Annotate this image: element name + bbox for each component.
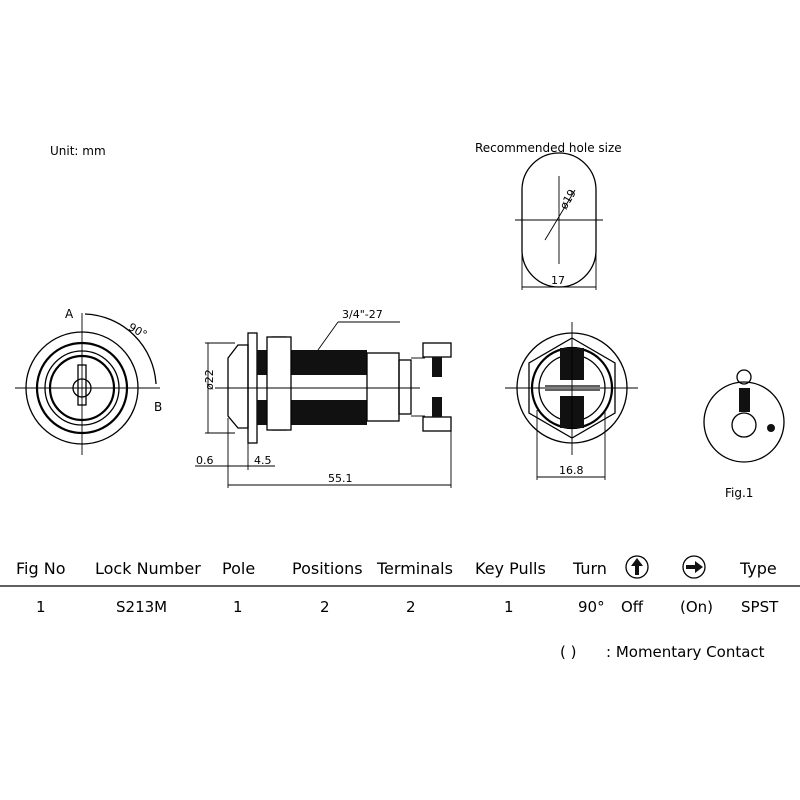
rear-width-label: 16.8 [559, 464, 584, 477]
momentary-symbol: ( ) [560, 643, 576, 661]
hole-width: 17 [551, 274, 565, 287]
header-pole: Pole [222, 559, 255, 578]
position-a-label: A [65, 307, 74, 321]
front-view: A B 90° [15, 307, 162, 455]
table-row: 1 S213M 1 2 2 1 90° Off (On) SPST [36, 598, 779, 616]
svg-text:90°: 90° [578, 598, 605, 616]
svg-text:SPST: SPST [741, 598, 779, 616]
turn-angle-label: 90° [126, 320, 149, 341]
figure-caption: Fig.1 [725, 486, 753, 500]
dimension-4-5: 4.5 [254, 454, 272, 467]
svg-text:2: 2 [320, 598, 330, 616]
header-type: Type [739, 559, 777, 578]
svg-text:1: 1 [504, 598, 514, 616]
svg-text:1: 1 [36, 598, 46, 616]
hole-title: Recommended hole size [475, 141, 622, 155]
header-lock-number: Lock Number [95, 559, 201, 578]
up-arrow-circle-icon [625, 555, 649, 579]
header-fig-no: Fig No [16, 559, 65, 578]
rear-view: 16.8 [505, 322, 638, 480]
right-arrow-circle-icon [682, 555, 706, 579]
svg-text:1: 1 [233, 598, 243, 616]
length-label: 55.1 [328, 472, 353, 485]
svg-text:S213M: S213M [116, 598, 167, 616]
svg-text:2: 2 [406, 598, 416, 616]
header-terminals: Terminals [376, 559, 453, 578]
side-view: 3/4"-27 ø22 0.6 4.5 55.1 [195, 308, 452, 488]
recommended-hole-size: Recommended hole size ø19 17 [475, 141, 622, 290]
dimension-0-6: 0.6 [196, 454, 214, 467]
hole-diameter: ø19 [557, 187, 579, 211]
figure-1-key-diagram: Fig.1 [703, 369, 785, 500]
position-b-label: B [154, 400, 162, 414]
momentary-contact-note: : Momentary Contact [606, 643, 765, 661]
svg-text:(On): (On) [680, 598, 713, 616]
header-positions: Positions [292, 559, 363, 578]
thread-label: 3/4"-27 [342, 308, 383, 321]
spec-table: Fig No Lock Number Pole Positions Termin… [0, 555, 800, 661]
unit-label: Unit: mm [50, 144, 106, 158]
diameter-label: ø22 [203, 369, 216, 390]
header-turn: Turn [572, 559, 607, 578]
svg-text:Off: Off [621, 598, 644, 616]
header-key-pulls: Key Pulls [475, 559, 546, 578]
